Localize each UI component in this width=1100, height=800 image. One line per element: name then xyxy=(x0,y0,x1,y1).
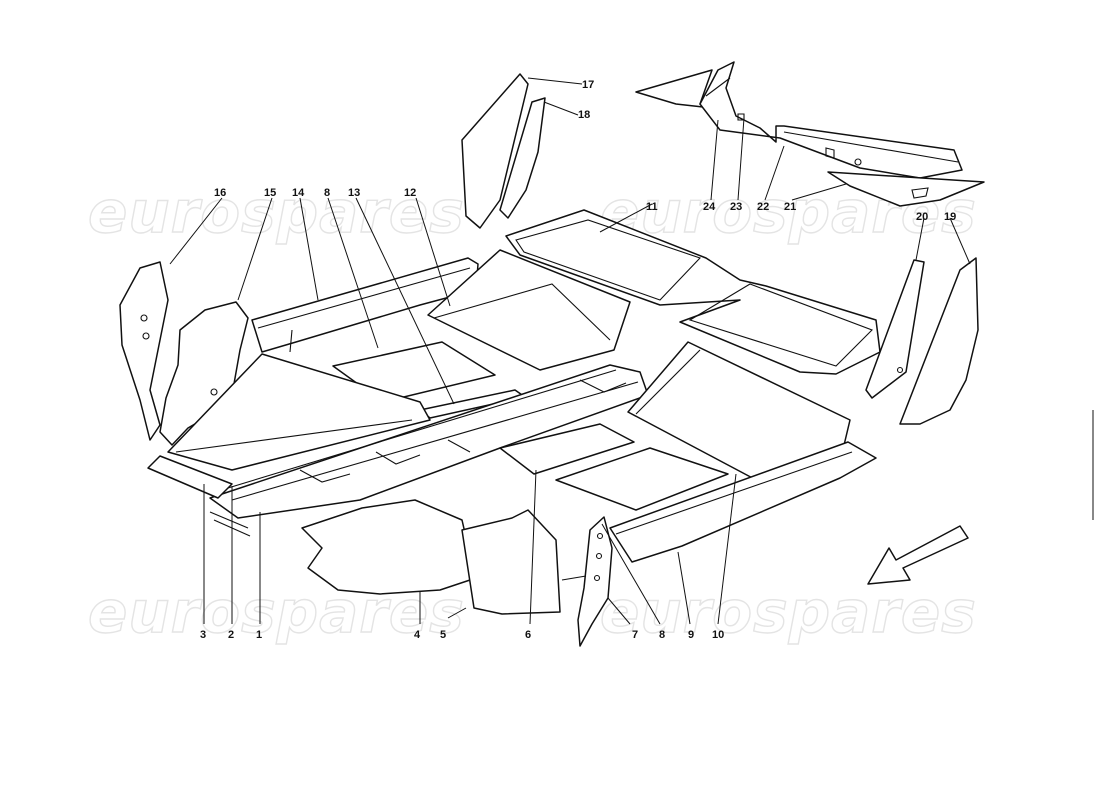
part-7-mounting-bracket xyxy=(577,516,613,647)
part-19-right-quarter-panel xyxy=(899,257,979,425)
part-17-upper-pillar-panel xyxy=(461,73,529,229)
callout-numbers: 1 2 3 4 5 6 7 8 8 9 10 11 12 13 14 15 16… xyxy=(200,79,956,641)
callout-15: 15 xyxy=(264,187,276,199)
callout-20: 20 xyxy=(916,211,928,223)
callout-17: 17 xyxy=(582,79,594,91)
callout-22: 22 xyxy=(757,201,769,213)
watermark-bottom-left: eurospares xyxy=(88,578,465,646)
callout-1: 1 xyxy=(256,629,262,641)
callout-10: 10 xyxy=(712,629,724,641)
part-14-rear-shelf-carpet xyxy=(251,257,479,353)
callout-3: 3 xyxy=(200,629,206,641)
part-18-upper-pillar-trim xyxy=(499,97,546,219)
callout-23: 23 xyxy=(730,201,742,213)
callout-8-left: 8 xyxy=(324,187,330,199)
part-6-floor-insert xyxy=(499,423,635,475)
callout-9: 9 xyxy=(688,629,694,641)
callout-2: 2 xyxy=(228,629,234,641)
part-16-left-pillar-panel xyxy=(119,261,169,441)
callout-12: 12 xyxy=(404,187,416,199)
callout-14: 14 xyxy=(292,187,305,199)
callout-6: 6 xyxy=(525,629,531,641)
part-8-right-floor-mat xyxy=(555,447,729,511)
watermark-top-left: eurospares xyxy=(88,178,465,246)
callout-4: 4 xyxy=(414,629,421,641)
callout-5: 5 xyxy=(440,629,446,641)
callout-21: 21 xyxy=(784,201,796,213)
part-12-rear-footwell-carpet xyxy=(427,249,631,371)
direction-arrow-icon xyxy=(867,525,969,585)
callout-11: 11 xyxy=(646,201,658,213)
callout-13: 13 xyxy=(348,187,360,199)
callout-18: 18 xyxy=(578,109,590,121)
callout-24: 24 xyxy=(703,201,716,213)
leader-lines xyxy=(169,77,971,625)
callout-8-right: 8 xyxy=(659,629,665,641)
part-21-24-roof-header-trims xyxy=(635,61,985,207)
watermark-bottom-right: eurospares xyxy=(600,578,977,646)
main-floor-carpet xyxy=(167,353,431,471)
part-20-right-pillar-panel xyxy=(865,259,925,399)
part-5-side-trim-panel xyxy=(461,509,561,615)
callout-19: 19 xyxy=(944,211,956,223)
callout-16: 16 xyxy=(214,187,226,199)
part-11-rear-compartment-carpet xyxy=(505,209,881,375)
callout-7: 7 xyxy=(632,629,638,641)
part-3-sill-trim xyxy=(147,455,233,499)
part-10-right-footwell-carpet xyxy=(627,341,851,483)
part-4-large-floor-mat xyxy=(301,499,471,595)
central-tunnel-carpet xyxy=(209,364,649,519)
